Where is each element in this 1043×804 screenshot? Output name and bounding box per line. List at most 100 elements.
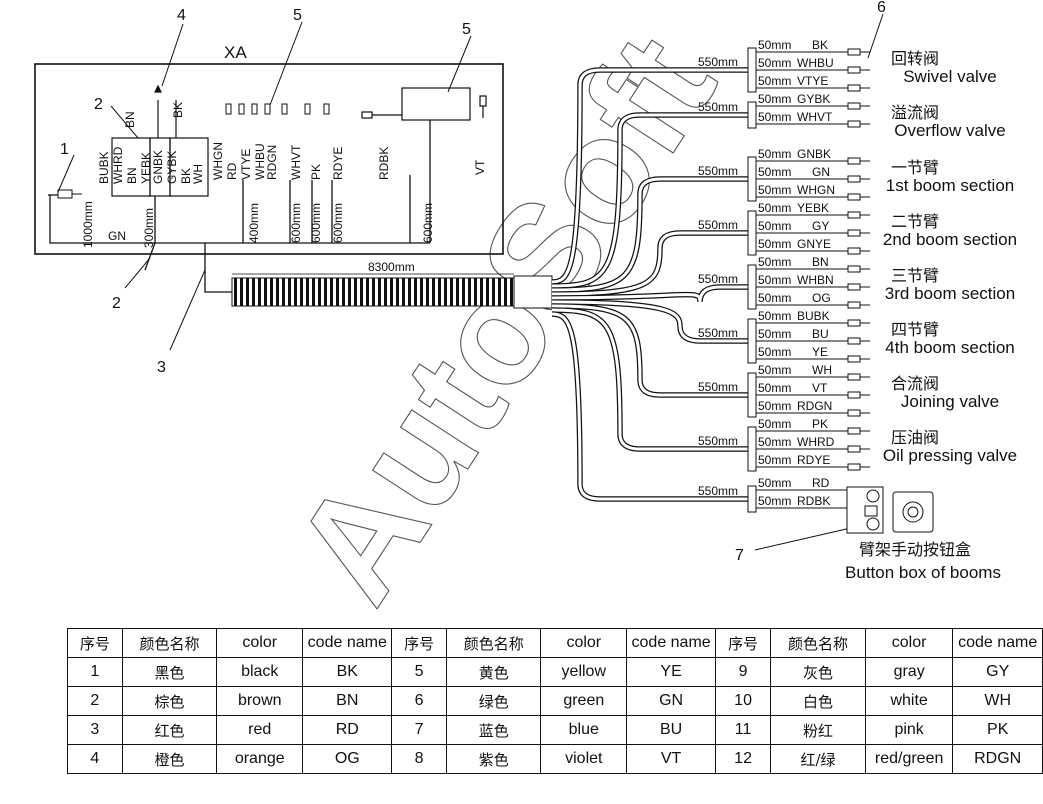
table-cell: pink [864,715,954,745]
branch-label-en: Oil pressing valve [883,446,1017,465]
terminal-pin [847,175,861,183]
wire-code: YE [812,345,828,359]
branch-label-en: 3rd boom section [885,284,1015,303]
table-cell: 棕色 [121,686,218,716]
wire-length: 50mm [758,309,791,323]
branch-length: 550mm [698,484,738,498]
wire-code: RDYE [797,453,830,467]
length-label: 600mm [331,203,345,243]
wire-code: GY [812,219,829,233]
table-cell: 紫色 [446,744,542,774]
wire-length: 50mm [758,417,791,431]
wire-code: BN [812,255,829,269]
table-cell: 12 [715,744,772,774]
callout-3: 3 [157,359,166,376]
wire-label-a: BK [179,168,193,184]
callout-5a: 5 [293,7,302,24]
wire-code: WHRD [797,435,835,449]
wire-code: GNBK [797,147,831,161]
table-cell: 8 [391,744,448,774]
wire-label-a: WH [191,164,205,184]
wire-code: VTYE [797,74,828,88]
wire-label-a: GNBK [151,150,165,184]
trunk-splitter [513,275,553,309]
table-cell: violet [540,744,628,774]
table-cell: RD [302,715,393,745]
callout-6: 6 [877,0,886,16]
branch-length: 550mm [698,218,738,232]
terminal-pin [847,247,861,255]
wire-length: 50mm [758,92,791,106]
length-label: 400mm [247,203,261,243]
table-cell: YE [626,657,717,687]
wire-label-b: WHGN [211,142,225,180]
callout-2a: 2 [94,96,103,113]
table-cell: VT [626,744,717,774]
table-cell: 颜色名称 [770,628,866,658]
branch-split [747,264,757,310]
wire-code: BUBK [797,309,830,323]
wire-code: GNYE [797,237,831,251]
wire-length: 50mm [758,219,791,233]
terminal-pin [847,355,861,363]
corrugated-conduit [231,277,515,307]
callout-7: 7 [735,547,744,564]
button-box [846,486,934,534]
wire-code: VT [812,381,828,395]
table-cell: gray [864,657,954,687]
terminal-pin [847,157,861,165]
length-label: 1000mm [81,201,95,248]
wire-length: 50mm [758,183,791,197]
wire-length: 50mm [758,255,791,269]
branch-label-zh: 臂架手动按钮盒 [859,540,971,559]
table-cell: 序号 [715,628,772,658]
branch-label-zh: 一节臂 [891,158,939,177]
branch-split [747,372,757,418]
wire-label-b: WHBU [253,143,267,180]
table-cell: 颜色名称 [121,628,218,658]
wire-code: RDBK [797,494,830,508]
table-cell: color [216,628,304,658]
branch-label-en: 4th boom section [885,338,1014,357]
table-cell: 序号 [391,628,448,658]
table-cell: PK [952,715,1043,745]
wire-code: WHBU [797,56,834,70]
terminal-pin [847,337,861,345]
branch-label-zh: 四节臂 [891,320,939,339]
wire-length: 50mm [758,381,791,395]
wire-label-b: RD [225,162,239,180]
branch-label-zh: 二节臂 [891,212,939,231]
branch-label-en: Joining valve [901,392,999,411]
wire-length: 50mm [758,147,791,161]
terminal-pin [847,283,861,291]
wire-label-a-top: BK [171,102,185,118]
table-cell: 灰色 [770,657,866,687]
wire-code: OG [812,291,831,305]
wire-length: 50mm [758,110,791,124]
callout-1: 1 [60,141,69,158]
table-cell: green [540,686,628,716]
table-cell: 7 [391,715,448,745]
table-cell: color [864,628,954,658]
table-cell: code name [952,628,1043,658]
main-length: 8300mm [368,260,415,274]
branch-label-zh: 合流阀 [891,374,939,393]
branch-label-zh: 溢流阀 [891,103,939,122]
branch-length: 550mm [698,380,738,394]
table-cell: code name [302,628,393,658]
connector-group-b [225,103,330,115]
table-cell: 6 [391,686,448,716]
table-cell: brown [216,686,304,716]
terminal-pin [847,427,861,435]
table-cell: 序号 [67,628,123,658]
table-cell: 白色 [770,686,866,716]
wire-length: 50mm [758,345,791,359]
branch-split [747,156,757,202]
table-cell: code name [626,628,717,658]
wire-label-a: WHRD [111,146,125,184]
